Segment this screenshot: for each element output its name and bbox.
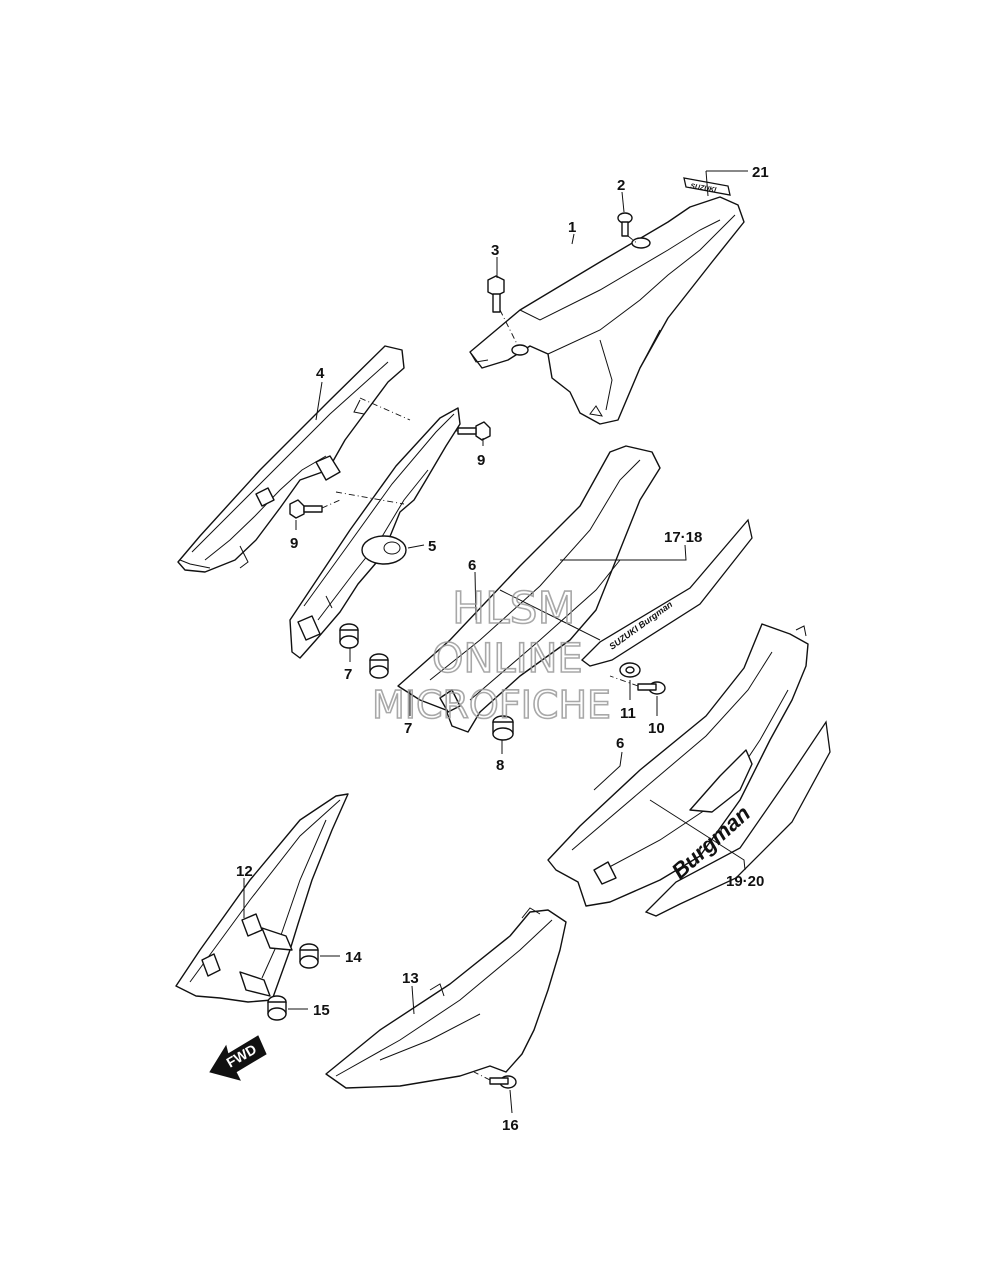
part-7-grommet-b [369, 653, 389, 679]
part-11-washer [619, 662, 641, 678]
callout-17-18: 17·18 [664, 529, 702, 546]
part-6-side-cover-lower [547, 623, 809, 907]
callout-12: 12 [236, 863, 253, 880]
watermark-line-3: MICROFICHE [372, 683, 611, 727]
part-9-bolt-upper [435, 421, 491, 441]
watermark-line-1: HLSM [452, 583, 576, 634]
fwd-arrow-icon: FWD [209, 1035, 267, 1081]
callout-8: 8 [496, 757, 504, 774]
callout-3: 3 [491, 242, 499, 259]
watermark: HLSM ONLINE MICROFICHE [371, 582, 612, 728]
callout-6-upper: 6 [468, 557, 476, 574]
callout-5: 5 [428, 538, 436, 555]
part-3-bolt [487, 275, 519, 347]
part-9-bolt-lower [289, 499, 341, 519]
callout-numbers: 1 2 3 21 4 9 9 5 6 17·18 7 7 8 11 10 6 1… [236, 164, 769, 1134]
callout-4: 4 [316, 365, 325, 382]
part-8-grommet [492, 715, 514, 741]
callout-19-20: 19·20 [726, 873, 764, 890]
part-10-screw [609, 675, 666, 695]
part-12-front-bracket [175, 793, 349, 1003]
callout-21: 21 [752, 164, 769, 181]
callout-14: 14 [345, 949, 362, 966]
part-7-grommet-a [339, 623, 359, 649]
callout-2: 2 [617, 177, 625, 194]
part-1-rear-cover [469, 196, 745, 425]
part-15-grommet [267, 995, 287, 1021]
part-4-rail-cover [177, 345, 405, 573]
callout-9-lower: 9 [290, 535, 298, 552]
callout-9-upper: 9 [477, 452, 485, 469]
part-13-lower-cover [325, 907, 567, 1089]
callout-7-left: 7 [344, 666, 352, 683]
callout-6-lower: 6 [616, 735, 624, 752]
part-2-screw [617, 212, 639, 245]
part-5-frame-bracket [289, 397, 461, 659]
callout-16: 16 [502, 1117, 519, 1134]
decal-emblem-text: SUZUKI [690, 183, 718, 194]
part-16-screw [473, 1071, 517, 1089]
callout-10: 10 [648, 720, 665, 737]
callout-11: 11 [620, 705, 636, 722]
callout-15: 15 [313, 1002, 330, 1019]
callout-13: 13 [402, 970, 419, 987]
callout-7-center: 7 [404, 720, 412, 737]
callout-1: 1 [568, 219, 576, 236]
part-14-grommet [299, 943, 319, 969]
watermark-line-2: ONLINE [432, 636, 583, 682]
leader-lines [243, 170, 748, 1114]
